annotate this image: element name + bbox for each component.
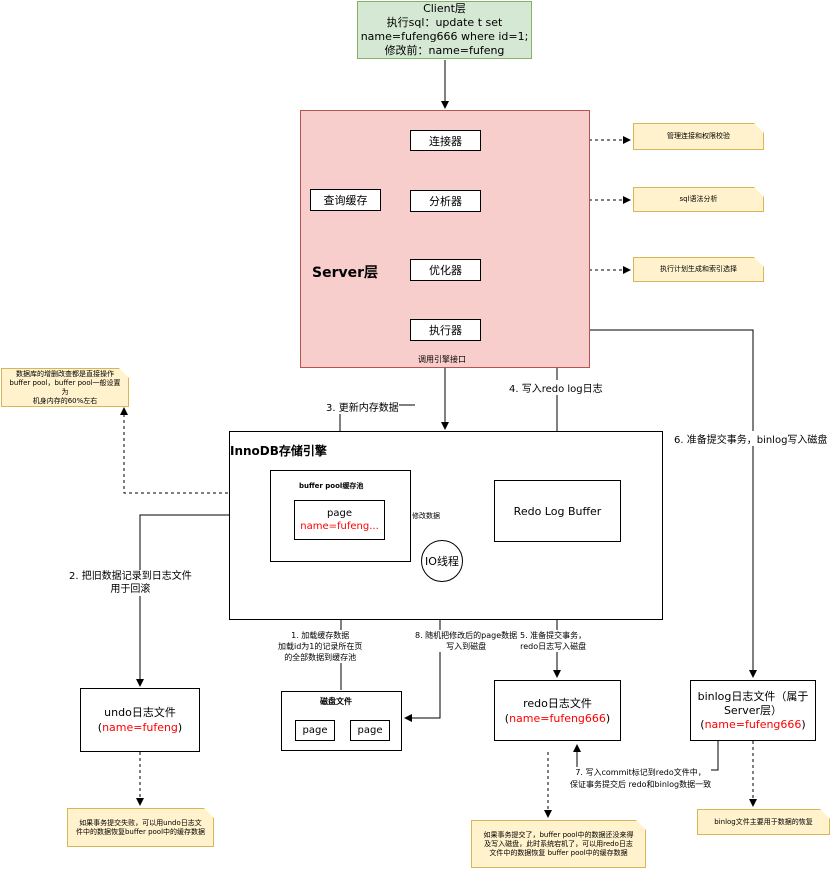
note-analyzer: sql语法分析 (633, 187, 764, 212)
step-1-line-1: 1. 加载缓存数据 (291, 631, 350, 640)
step-2-label: 2. 把旧数据记录到日志文件 用于回滚 (69, 570, 192, 596)
note-optimizer: 执行计划生成和索引选择 (633, 257, 764, 282)
buffer-pool-title: buffer pool缓存池 (299, 482, 364, 490)
step-7-label: 7. 写入commit标记到redo文件中， 保证事务提交后 redo和binl… (570, 767, 712, 791)
client-line-2: 执行sql：update t set (386, 16, 503, 29)
note-undo-line-2: 件中的数据恢复buffer pool中的缓存数据 (75, 827, 206, 836)
query-cache-box: 查询缓存 (310, 189, 381, 211)
step-7-line-2: 保证事务提交后 redo和binlog数据一致 (570, 780, 712, 789)
analyzer-box: 分析器 (410, 190, 481, 212)
edge-note-buffer-pool (120, 407, 270, 494)
optimizer-box: 优化器 (410, 259, 481, 281)
redo-log-file-box: redo日志文件 (name=fufeng666) (494, 680, 621, 741)
step-2-line-2: 用于回滚 (110, 584, 151, 595)
modify-data-label: 修改数据 (412, 511, 440, 521)
edge-step7-commit (573, 741, 719, 771)
redo-file-value-wrap: (name=fufeng666) (504, 711, 611, 725)
undo-file-value-wrap: (name=fufeng) (97, 721, 183, 734)
binlog-title-line-1: binlog日志文件（属于 (697, 689, 809, 703)
client-line-4: 修改前：name=fufeng (384, 44, 505, 57)
engine-api-label: 调用引擎接口 (418, 355, 466, 364)
note-redo-line-1: 如果事务提交了，buffer pool中的数据还没来得 (483, 830, 634, 839)
note-buffer-pool-line-1: 数据库的增删改查都是直接操作 (16, 369, 114, 378)
undo-file-value: name=fufeng (102, 721, 178, 734)
note-redo: 如果事务提交了，buffer pool中的数据还没来得 及写入磁盘，此时系统宕机… (471, 820, 646, 868)
redo-file-value: name=fufeng666 (509, 711, 606, 725)
step-5-line-2: redo日志写入磁盘 (520, 642, 587, 651)
binlog-file-box: binlog日志文件（属于 Server层） (name=fufeng666) (690, 680, 816, 741)
executor-box: 执行器 (410, 319, 481, 341)
disk-page-1: page (295, 720, 335, 741)
step-7-line-1: 7. 写入commit标记到redo文件中， (575, 768, 706, 777)
step-1-line-2: 加载id为1的记录所在页 (278, 642, 363, 651)
note-undo: 如果事务提交失败，可以用undo日志文 件中的数据恢复buffer pool中的… (67, 808, 214, 847)
redo-log-buffer-box: Redo Log Buffer (494, 480, 621, 542)
undo-log-file-box: undo日志文件 (name=fufeng) (80, 688, 200, 752)
server-layer-title: Server层 (312, 265, 379, 281)
note-redo-line-3: 文件中的数据恢复 buffer pool中的缓存数据 (489, 848, 628, 857)
note-binlog: binlog文件主要用于数据的恢复 (697, 809, 830, 835)
client-line-3: name=fufeng666 where id=1; (360, 30, 529, 43)
page-box: page name=fufeng... (294, 500, 385, 540)
page-value: name=fufeng... (300, 521, 379, 532)
edge-step8-disk (404, 583, 441, 722)
step-3-label: 3. 更新内存数据 (326, 399, 399, 414)
step-8-line-2: 写入到磁盘 (446, 642, 487, 651)
note-buffer-pool: 数据库的增删改查都是直接操作 buffer pool，buffer pool一般… (1, 368, 129, 407)
step-8-label: 8. 随机把修改后的page数据 写入到磁盘 (415, 630, 518, 652)
note-buffer-pool-line-3: 机身内存的60%左右 (32, 396, 98, 405)
step-5-line-1: 5. 准备提交事务， (520, 631, 587, 640)
redo-file-title: redo日志文件 (523, 696, 592, 710)
step-5-label: 5. 准备提交事务， redo日志写入磁盘 (520, 630, 587, 652)
step-1-line-3: 的全部数据到缓存池 (284, 653, 357, 662)
step-6-label: 6. 准备提交事务，binlog写入磁盘 (674, 431, 828, 446)
connector-box: 连接器 (410, 130, 481, 151)
io-thread-circle: IO线程 (421, 540, 463, 582)
binlog-title-line-2: Server层） (723, 703, 783, 717)
step-1-label: 1. 加载缓存数据 加载id为1的记录所在页 的全部数据到缓存池 (278, 630, 363, 663)
step-8-line-1: 8. 随机把修改后的page数据 (415, 631, 518, 640)
page-title: page (327, 508, 352, 519)
disk-file-title: 磁盘文件 (320, 697, 352, 706)
client-line-1: Client层 (423, 2, 466, 15)
disk-page-2: page (350, 720, 390, 741)
step-2-line-1: 2. 把旧数据记录到日志文件 (69, 571, 192, 582)
client-layer-box: Client层 执行sql：update t set name=fufeng66… (357, 1, 532, 59)
binlog-file-value-wrap: (name=fufeng666) (700, 717, 806, 731)
edge-step2-undo (136, 514, 270, 687)
innodb-title: InnoDB存储引擎 (230, 444, 327, 458)
note-connector: 管理连接和权限校验 (633, 123, 764, 150)
note-redo-line-2: 及写入磁盘，此时系统宕机了，可以用redo日志 (484, 839, 633, 848)
note-buffer-pool-line-2: buffer pool，buffer pool一般设置为 (9, 378, 121, 396)
note-undo-line-1: 如果事务提交失败，可以用undo日志文 (79, 818, 202, 827)
binlog-file-value: name=fufeng666 (704, 717, 802, 731)
step-4-label: 4. 写入redo log日志 (509, 380, 603, 395)
undo-file-title: undo日志文件 (104, 706, 176, 719)
